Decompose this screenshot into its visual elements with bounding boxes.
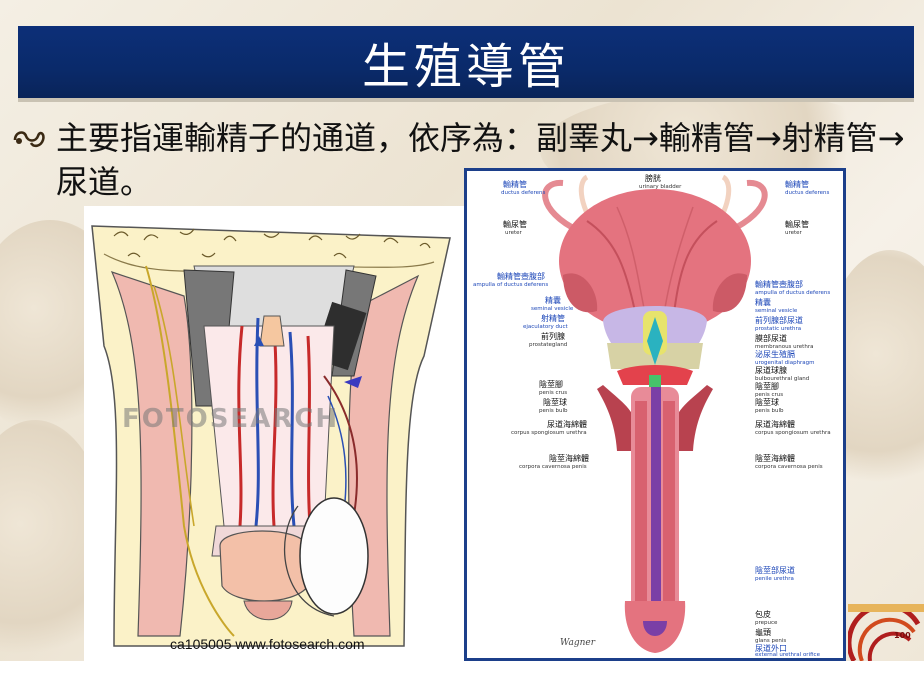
label-left-ejaculatory-duct-en: ejaculatory duct [523,324,568,330]
label-right-prepuce: 包皮 [755,610,771,619]
label-left-penis-bulb: 陰莖球 [543,398,567,407]
label-left-ampulla-en: ampulla of ductus deferens [473,282,549,288]
label-right-corpus-spongiosum: 尿道海綿體 [755,420,795,429]
label-left-penis-crus: 陰莖腳 [539,380,563,389]
label-left-prostate-en: prostategland [529,342,568,348]
label-right-ampulla-en: ampulla of ductus deferens [755,290,831,296]
label-left-ductus-deferens-en: ductus deferens [501,190,546,196]
label-right-corpora-cavernosa-en: corpora cavernosa penis [755,464,823,470]
illustrator-signature: Wagner [560,638,596,648]
label-right-membranous-urethra: 膜部尿道 [755,334,787,343]
label-right-bulbourethral-gland: 尿道球腺 [755,366,787,375]
label-right-ductus-deferens-en: ductus deferens [785,190,830,196]
label-left-seminal-vesicle-en: seminal vesicle [531,306,574,312]
fotosearch-watermark: FOTOSEARCH [122,404,340,434]
label-right-penis-crus: 陰莖腳 [755,382,779,391]
male-reproductive-tract-illustration [542,174,768,653]
label-left-corpus-spongiosum-en: corpus spongiosum urethra [511,430,587,436]
label-top-urinary-bladder: 膀胱 [645,174,661,183]
label-top-urinary-bladder-en: urinary bladder [639,184,682,190]
label-right-membranous-urethra-en: membranous urethra [755,344,814,350]
figure-right-male-urogenital: 輸精管 ductus deferens 輸尿管 ureter 輸精管壺腹部 am… [464,168,846,661]
label-right-glans-penis: 龜頭 [755,628,771,637]
label-right-external-urethral-orifice-en: external urethral orifice [755,652,820,658]
label-left-corpora-cavernosa: 陰莖海綿體 [549,454,589,463]
label-left-ampulla: 輸精管壺腹部 [497,272,545,281]
label-right-ampulla: 輸精管壺腹部 [755,280,803,289]
label-right-bulbourethral-gland-en: bulbourethral gland [755,376,810,382]
corner-logo-icon [848,604,924,661]
scrotum-cross-section-illustration [91,225,451,647]
label-left-corpus-spongiosum: 尿道海綿體 [547,420,587,429]
label-right-external-urethral-orifice: 尿道外口 [755,644,787,653]
label-right-glans-penis-en: glans penis [755,638,787,644]
label-left-ejaculatory-duct: 射精管 [541,314,565,323]
label-left-seminal-vesicle: 精囊 [545,296,561,305]
label-right-seminal-vesicle: 精囊 [755,298,771,307]
label-left-prostate: 前列腺 [541,332,565,341]
label-left-ureter-en: ureter [505,230,522,236]
label-right-prepuce-en: prepuce [755,620,778,626]
label-right-prostatic-urethra-en: prostatic urethra [755,326,802,332]
label-right-prostatic-urethra: 前列腺部尿道 [755,316,803,325]
title-underline [18,98,914,102]
label-right-penis-crus-en: penis crus [755,392,784,398]
label-right-seminal-vesicle-en: seminal vesicle [755,308,798,314]
label-left-ductus-deferens: 輸精管 [503,180,527,189]
label-left-penis-bulb-en: penis bulb [539,408,568,414]
label-right-ductus-deferens: 輸精管 [785,180,809,189]
label-right-penile-urethra-en: penile urethra [755,576,794,582]
label-right-penis-bulb: 陰莖球 [755,398,779,407]
label-right-penis-bulb-en: penis bulb [755,408,784,414]
figure-left-cross-section [84,206,464,661]
slide-title: 生殖導管 [361,39,570,95]
ornament-bullet-icon [13,131,45,148]
label-left-ureter: 輸尿管 [503,220,527,229]
corner-logo-number: 100 [894,631,911,640]
label-left-corpora-cavernosa-en: corpora cavernosa penis [519,464,587,470]
label-right-penile-urethra: 陰莖部尿道 [755,566,795,575]
label-right-urogenital-diaphragm: 泌尿生殖膈 [755,350,795,359]
title-bar: 生殖導管 [18,26,914,98]
label-right-urogenital-diaphragm-en: urogenital diaphragm [755,360,815,366]
left-figure-caption: ca105005 www.fotosearch.com [170,636,365,652]
label-right-corpora-cavernosa: 陰莖海綿體 [755,454,795,463]
label-right-ureter: 輸尿管 [785,220,809,229]
label-right-corpus-spongiosum-en: corpus spongiosum urethra [755,430,831,436]
label-right-ureter-en: ureter [785,230,802,236]
bullet-text: 主要指運輸精子的通道，依序為：副睪丸→輸精管→射精管→尿道。 [56,119,905,201]
label-left-penis-crus-en: penis crus [539,390,568,396]
